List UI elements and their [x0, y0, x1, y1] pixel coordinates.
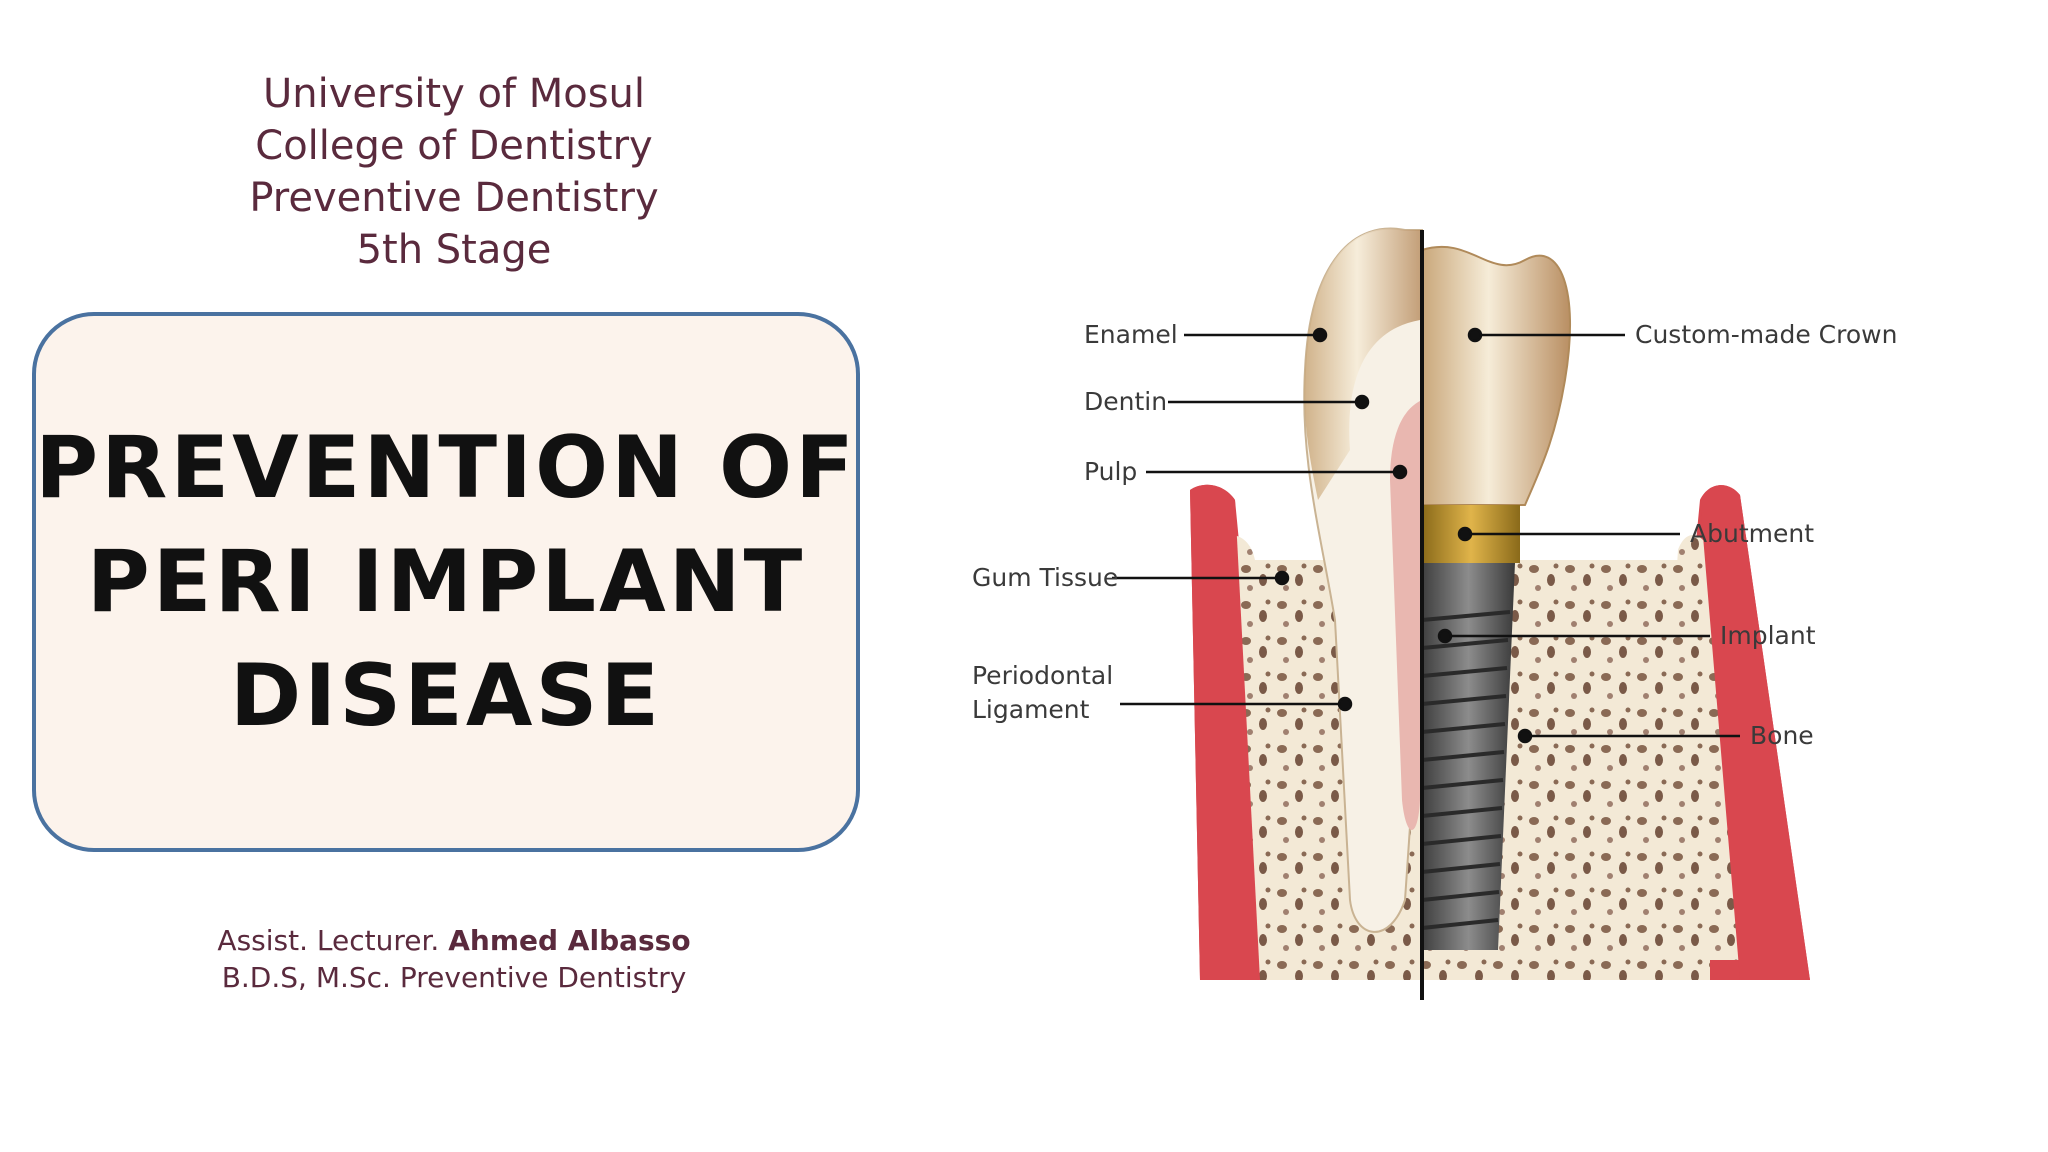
enamel-shape: [1304, 228, 1422, 501]
slide-title: PREVENTION OF PERI IMPLANT DISEASE: [35, 411, 857, 753]
university-name: University of Mosul: [262, 71, 646, 117]
label-abutment: Abutment: [1690, 519, 1814, 548]
course-header: University of Mosul College of Dentistry…: [154, 68, 754, 276]
label-gum-tissue: Gum Tissue: [972, 563, 1118, 592]
title-box: PREVENTION OF PERI IMPLANT DISEASE: [32, 312, 860, 852]
title-line-3: DISEASE: [229, 646, 663, 746]
author-credentials: B.D.S, M.Sc. Preventive Dentistry: [221, 961, 687, 994]
label-ligament: Ligament: [972, 695, 1090, 724]
author-name: Ahmed Albasso: [448, 924, 691, 957]
gum-left-edge: [1190, 484, 1260, 980]
label-dentin: Dentin: [1084, 387, 1167, 416]
label-implant: Implant: [1720, 621, 1816, 650]
stage-label: 5th Stage: [356, 227, 552, 273]
department-name: Preventive Dentistry: [249, 175, 659, 221]
author-line: Assist. Lecturer. Ahmed Albasso: [154, 922, 754, 959]
college-name: College of Dentistry: [255, 123, 653, 169]
label-periodontal: Periodontal: [972, 661, 1113, 690]
gum-right-edge: [1700, 485, 1810, 980]
title-line-1: PREVENTION OF: [35, 418, 857, 518]
title-line-2: PERI IMPLANT: [86, 532, 806, 632]
tooth-implant-diagram: Enamel Dentin Pulp Gum Tissue Periodonta…: [972, 227, 1897, 1000]
author-prefix: Assist. Lecturer.: [217, 924, 440, 957]
implant-threads: [1421, 610, 1511, 930]
label-enamel: Enamel: [1084, 320, 1178, 349]
crown-shape: [1421, 245, 1572, 506]
label-pulp: Pulp: [1084, 457, 1137, 486]
author-block: Assist. Lecturer. Ahmed Albasso B.D.S, M…: [154, 922, 754, 996]
label-bone: Bone: [1750, 721, 1814, 750]
pulp-shape: [1390, 400, 1422, 830]
label-crown: Custom-made Crown: [1635, 320, 1897, 349]
